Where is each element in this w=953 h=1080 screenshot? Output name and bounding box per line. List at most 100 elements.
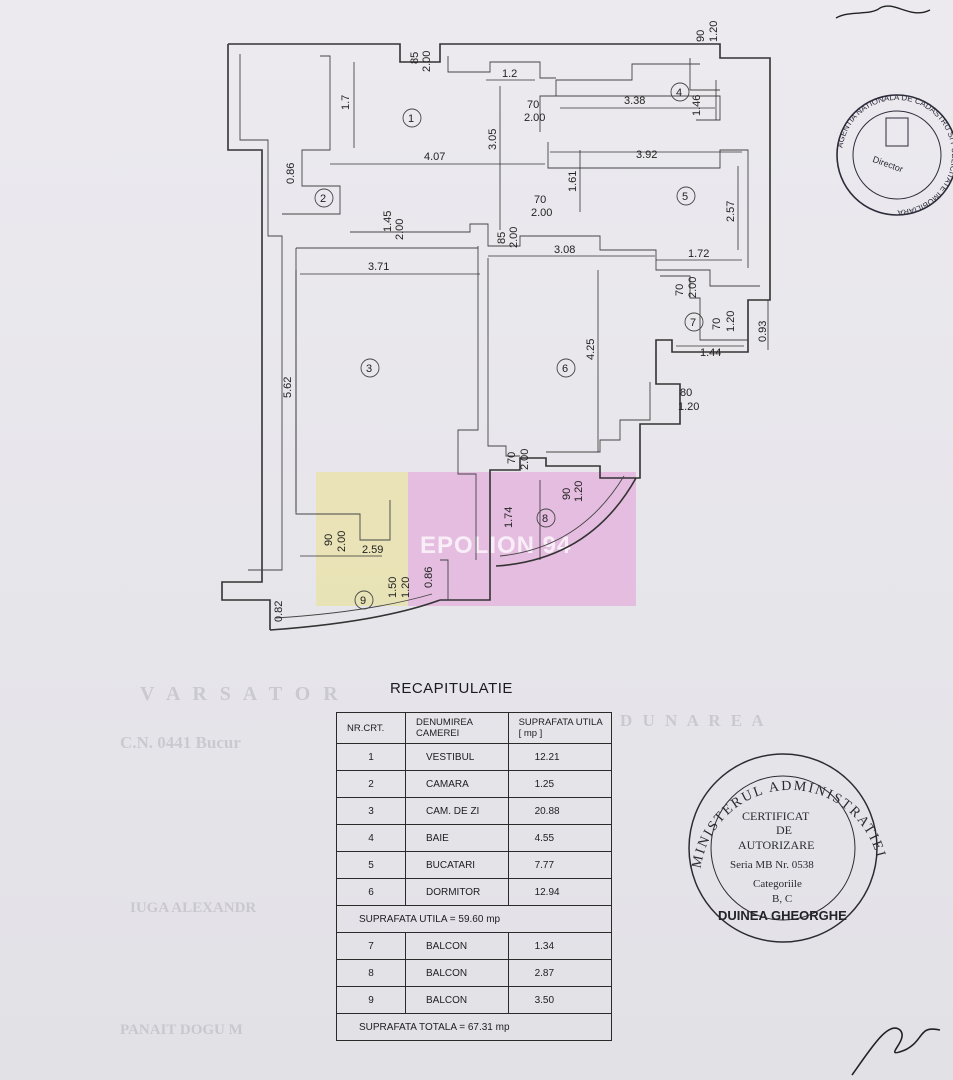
row-nr: 9 (336, 986, 406, 1014)
dim-label: 0.93 (757, 321, 769, 342)
room-marker-4: 4 (670, 82, 690, 102)
row-nr: 7 (336, 932, 406, 960)
row-nr: 5 (336, 851, 406, 879)
dim-label: 1.50 (387, 577, 399, 598)
row-nr: 8 (336, 959, 406, 987)
total-row: SUPRAFATA TOTALA = 67.31 mp (336, 1013, 612, 1041)
row-area: 12.21 (507, 743, 613, 771)
svg-text:C.N. 0441 Bucur: C.N. 0441 Bucur (120, 733, 241, 752)
dim-label: 2.00 (531, 207, 552, 219)
plan-walls (221, 43, 771, 631)
row-area: 3.50 (507, 986, 613, 1014)
row-name: BAIE (405, 824, 509, 852)
watermark-pink-block (408, 472, 636, 606)
stamp-line-3: AUTORIZARE (738, 838, 814, 852)
room-number: 8 (542, 513, 548, 525)
room-number: 7 (690, 317, 696, 329)
dim-label: 3.08 (554, 244, 575, 256)
room-number: 4 (676, 87, 682, 99)
svg-text:D U N A R E A: D U N A R E A (620, 711, 767, 730)
row-name: BALCON (405, 959, 509, 987)
table-row: 5 BUCATARI 7.77 (336, 851, 613, 879)
dim-label: 70 (506, 452, 518, 464)
stamp-line-7: DUINEA GHEORGHE (718, 908, 847, 923)
row-nr: 6 (336, 878, 406, 906)
signature-top-right (835, 5, 931, 19)
dim-label: 90 (695, 30, 707, 42)
row-area: 1.34 (507, 932, 613, 960)
dim-label: 3.92 (636, 149, 657, 161)
table-row: 7 BALCON 1.34 (336, 932, 613, 960)
dim-label: 2.00 (394, 219, 406, 240)
dim-label: 2.59 (362, 544, 383, 556)
row-area: 20.88 (507, 797, 613, 825)
dim-label: 0.86 (423, 567, 435, 588)
room-number: 6 (562, 363, 568, 375)
dim-label: 1.20 (708, 21, 720, 42)
dim-label: 1.20 (400, 577, 412, 598)
room-number: 2 (320, 193, 326, 205)
dim-label: 1.7 (340, 95, 352, 110)
dim-label: 1.2 (502, 68, 517, 80)
dim-label: 1.20 (725, 311, 737, 332)
dim-label: 1.20 (678, 401, 699, 413)
row-area: 12.94 (507, 878, 613, 906)
header-area: SUPRAFATA UTILA [ mp ] (507, 712, 613, 744)
dim-label: 85 (496, 232, 508, 244)
dim-label: 2.00 (508, 227, 520, 248)
row-name: DORMITOR (405, 878, 509, 906)
table-row: 2 CAMARA 1.25 (336, 770, 613, 798)
subtotal-row: SUPRAFATA UTILA = 59.60 mp (336, 905, 612, 933)
stamp-line-4: Seria MB Nr. 0538 (730, 859, 814, 871)
row-name: BUCATARI (405, 851, 509, 879)
dim-label: 70 (674, 284, 686, 296)
dim-label: 2.00 (421, 51, 433, 72)
room-marker-1: 1 (402, 108, 422, 128)
room-number: 5 (682, 191, 688, 203)
room-marker-3: 3 (360, 358, 380, 378)
dim-label: 4.07 (424, 151, 445, 163)
header-nr: NR.CRT. (336, 712, 406, 744)
dim-label: 2.00 (524, 112, 545, 124)
signature-bottom-right (851, 1027, 941, 1076)
room-number: 3 (366, 363, 372, 375)
svg-text:PANAIT DOGU M: PANAIT DOGU M (120, 1022, 243, 1038)
row-nr: 4 (336, 824, 406, 852)
recap-table: NR.CRT. DENUMIREA CAMEREI SUPRAFATA UTIL… (336, 712, 613, 1041)
row-area: 2.87 (507, 959, 613, 987)
dim-label: 2.57 (725, 201, 737, 222)
header-name: DENUMIREA CAMEREI (405, 712, 509, 744)
room-markers: 1 2 3 4 5 6 7 8 9 (314, 82, 704, 610)
stamp-line-2: DE (776, 823, 792, 837)
row-name: BALCON (405, 932, 509, 960)
row-nr: 1 (336, 743, 406, 771)
room-marker-5: 5 (676, 186, 696, 206)
table-row: 6 DORMITOR 12.94 (336, 878, 613, 906)
dim-label: 70 (534, 194, 546, 206)
dim-label: 2.00 (687, 277, 699, 298)
dim-label: 4.25 (585, 339, 597, 360)
stamp-line-6: B, C (772, 893, 792, 905)
dim-label: 0.86 (285, 163, 297, 184)
room-number: 1 (408, 113, 414, 125)
watermark-yellow-block (316, 472, 408, 606)
dim-label: 3.05 (487, 129, 499, 150)
row-area: 4.55 (507, 824, 613, 852)
dim-label: 2.00 (519, 449, 531, 470)
table-row: 4 BAIE 4.55 (336, 824, 613, 852)
dim-label: 3.38 (624, 95, 645, 107)
room-marker-9: 9 (354, 590, 374, 610)
dim-label: 85 (409, 52, 421, 64)
row-nr: 2 (336, 770, 406, 798)
dim-label: 1.74 (503, 507, 515, 528)
row-name: CAMARA (405, 770, 509, 798)
dim-label: 90 (323, 534, 335, 546)
dim-label: 3.71 (368, 261, 389, 273)
row-area: 1.25 (507, 770, 613, 798)
row-name: VESTIBUL (405, 743, 509, 771)
